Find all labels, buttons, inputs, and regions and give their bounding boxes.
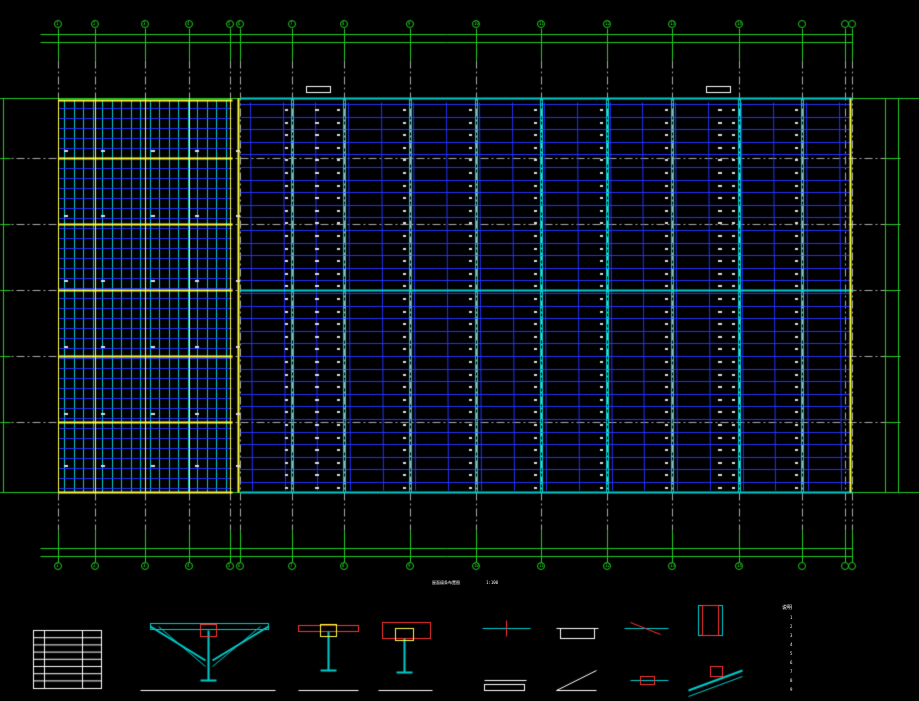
- bottom-axis-label: 1: [56, 563, 59, 568]
- top-axis-label: 6: [238, 21, 241, 26]
- bottom-axis-label: 10: [474, 563, 479, 568]
- bottom-axis-label: 14: [737, 563, 742, 568]
- bottom-axis-label: 13: [670, 563, 675, 568]
- top-axis-label: 9: [408, 21, 411, 26]
- note-5: 5: [790, 651, 793, 656]
- top-axis-label: 11: [539, 21, 544, 26]
- bottom-axis-label: 3: [143, 563, 146, 568]
- drawing-title: 屋面檩条布置图: [432, 580, 460, 585]
- bottom-axis-label: 2: [93, 563, 96, 568]
- note-2: 2: [790, 624, 793, 629]
- top-axis-label: 2: [93, 21, 96, 26]
- note-8: 8: [790, 678, 793, 683]
- note-3: 3: [790, 633, 793, 638]
- top-axis-label: 14: [737, 21, 742, 26]
- bottom-axis-label: 7: [290, 563, 293, 568]
- bottom-axis-label: 4: [187, 563, 190, 568]
- bottom-axis-label: 6: [238, 563, 241, 568]
- top-axis-label: 4: [187, 21, 190, 26]
- top-axis-label: 3: [143, 21, 146, 26]
- drawing-scale: 1:100: [486, 580, 499, 585]
- bottom-axis-label: 8: [342, 563, 345, 568]
- note-4: 4: [790, 642, 793, 647]
- note-1: 1: [790, 615, 793, 620]
- top-axis-label: 1: [56, 21, 59, 26]
- top-axis-label: 13: [670, 21, 675, 26]
- bottom-axis-label: 11: [539, 563, 544, 568]
- note-9: 9: [790, 687, 793, 692]
- top-axis-label: 10: [474, 21, 479, 26]
- note-7: 7: [790, 669, 793, 674]
- notes-heading: 说明: [782, 605, 793, 611]
- bottom-axis-label: 9: [408, 563, 411, 568]
- bottom-axis-label: 5: [228, 563, 231, 568]
- top-axis-label: 7: [290, 21, 293, 26]
- bottom-axis-label: 12: [605, 563, 610, 568]
- top-axis-label: 8: [342, 21, 345, 26]
- note-6: 6: [790, 660, 793, 665]
- top-axis-label: 12: [605, 21, 610, 26]
- top-axis-label: 5: [228, 21, 231, 26]
